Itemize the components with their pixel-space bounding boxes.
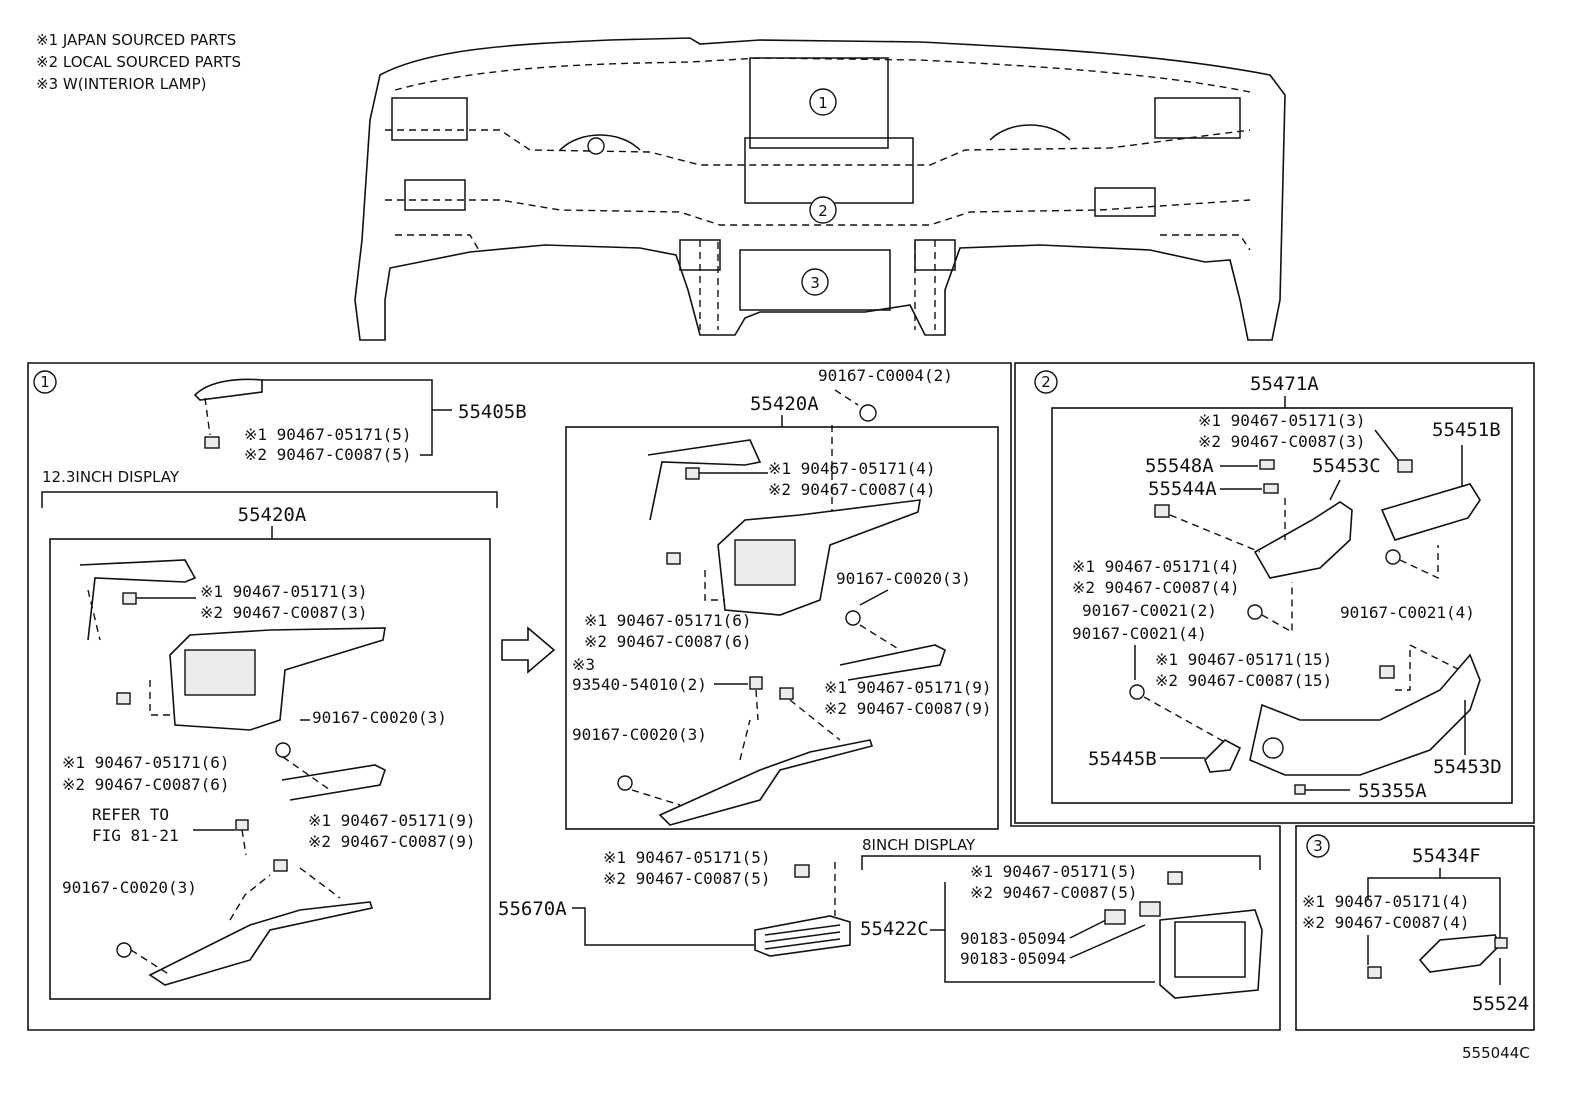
part-55420A-left-label: 55420A: [238, 504, 307, 526]
section-2-callout: 2: [1041, 373, 1051, 391]
note-japan-sourced: ※1 JAPAN SOURCED PARTS: [36, 31, 236, 49]
clip-12-b-j: ※1 90467-05171(6): [62, 753, 230, 772]
clip-r-b-j: ※1 90467-05171(6): [584, 611, 752, 630]
refer-fig-label: FIG 81-21: [92, 826, 179, 845]
clip-r-a-j: ※1 90467-05171(4): [768, 459, 936, 478]
clip-12-a-j: ※1 90467-05171(3): [200, 582, 368, 601]
section-2-frame: [1014, 362, 1535, 824]
panel-12-drawing: [79, 559, 386, 986]
clip-vent-l: ※2 90467-C0087(5): [603, 869, 771, 888]
display-8-label: 8INCH DISPLAY: [862, 836, 976, 854]
note-local-sourced: ※2 LOCAL SOURCED PARTS: [36, 53, 241, 71]
part-55453D-label: 55453D: [1433, 756, 1502, 778]
section-3-callout: 3: [1313, 837, 1323, 855]
clip-r-a-l: ※2 90467-C0087(4): [768, 480, 936, 499]
part-55453D-drawing: [1249, 653, 1481, 776]
clip-s2-low-l: ※2 90467-C0087(15): [1155, 671, 1332, 690]
part-55405B-label: 55405B: [458, 401, 527, 423]
diagram-id: 555044C: [1462, 1044, 1530, 1062]
clip-vent-j: ※1 90467-05171(5): [603, 848, 771, 867]
bolt-r-top: 90167-C0004(2): [818, 366, 953, 385]
bolt-r-b: 90167-C0020(3): [572, 725, 707, 744]
clip-r-c-j: ※1 90467-05171(9): [824, 678, 992, 697]
part-55420A-right-label: 55420A: [750, 393, 819, 415]
clip-r-c-l: ※2 90467-C0087(9): [824, 699, 992, 718]
part-55445B-label: 55445B: [1088, 748, 1157, 770]
clip-r-b-l: ※2 90467-C0087(6): [584, 632, 752, 651]
lamp-bolt: 93540-54010(2): [572, 675, 707, 694]
note-3-marker: ※3: [572, 655, 595, 674]
bolt-12-a: 90167-C0020(3): [312, 708, 447, 727]
bolt-s2-right: 90167-C0021(4): [1340, 603, 1475, 622]
part-55453C-drawing: [1253, 501, 1353, 579]
clip-12-c-l: ※2 90467-C0087(9): [308, 832, 476, 851]
clip-12-c-j: ※1 90467-05171(9): [308, 811, 476, 830]
clip-s2-mid-j: ※1 90467-05171(4): [1072, 557, 1240, 576]
bolt-12-b: 90167-C0020(3): [62, 878, 197, 897]
clip-8-l: ※2 90467-C0087(5): [970, 883, 1138, 902]
note-interior-lamp: ※3 W(INTERIOR LAMP): [36, 75, 207, 93]
overview-callout-1: 1: [818, 94, 828, 112]
section-1-callout: 1: [40, 373, 50, 391]
part-55445B-drawing: [1204, 739, 1242, 773]
overview-callout-2: 2: [818, 202, 828, 220]
part-55524-drawing: [1418, 934, 1501, 973]
nut-8-a: 90183-05094: [960, 929, 1066, 948]
clip-12-a-l: ※2 90467-C0087(3): [200, 603, 368, 622]
panel-right-drawing: [647, 439, 946, 826]
bezel-8-drawing: [1159, 909, 1263, 999]
clip-s3-j: ※1 90467-05171(4): [1302, 892, 1470, 911]
nut-8-b: 90183-05094: [960, 949, 1066, 968]
part-55453C-label: 55453C: [1312, 455, 1381, 477]
clip-s2-top-l: ※2 90467-C0087(3): [1198, 432, 1366, 451]
vent-drawing: [754, 915, 851, 957]
section-2-inner-frame: [1051, 407, 1513, 804]
part-55548A-label: 55548A: [1145, 455, 1214, 477]
dashboard-overview-drawing: 1 2 3: [354, 37, 1286, 341]
bolt-s2-a: 90167-C0021(2): [1082, 601, 1217, 620]
part-55524-label: 55524: [1472, 993, 1529, 1015]
bolt-s2-b: 90167-C0021(4): [1072, 624, 1207, 643]
part-55422C-label: 55422C: [860, 918, 929, 940]
part-55471A-label: 55471A: [1250, 373, 1319, 395]
clip-55405B-j: ※1 90467-05171(5): [244, 425, 412, 444]
display-12-right-frame: [565, 426, 999, 830]
clip-55405B-l: ※2 90467-C0087(5): [244, 445, 412, 464]
clip-s2-mid-l: ※2 90467-C0087(4): [1072, 578, 1240, 597]
section-3-frame: [1295, 825, 1535, 1031]
display-12-inner-frame: [49, 538, 491, 1000]
clip-s3-l: ※2 90467-C0087(4): [1302, 913, 1470, 932]
overview-callout-3: 3: [810, 274, 820, 292]
bolt-r-a: 90167-C0020(3): [836, 569, 971, 588]
section-1-frame: [27, 362, 1281, 1031]
clip-s2-top-j: ※1 90467-05171(3): [1198, 411, 1366, 430]
display-12-label: 12.3INCH DISPLAY: [42, 468, 180, 486]
clip-8-j: ※1 90467-05171(5): [970, 862, 1138, 881]
part-55544A-label: 55544A: [1148, 478, 1217, 500]
part-55670A-label: 55670A: [498, 898, 567, 920]
part-55451B-drawing: [1380, 483, 1481, 541]
clip-s2-low-j: ※1 90467-05171(15): [1155, 650, 1332, 669]
part-55355A-label: 55355A: [1358, 780, 1427, 802]
refer-to-label: REFER TO: [92, 805, 169, 824]
part-55451B-label: 55451B: [1432, 419, 1501, 441]
part-55434F-label: 55434F: [1412, 845, 1481, 867]
part-55405B-group: 55405B ※1 90467-05171(5) ※2 90467-C0087(…: [193, 378, 527, 464]
arrow-icon: [501, 626, 556, 674]
clip-12-b-l: ※2 90467-C0087(6): [62, 775, 230, 794]
